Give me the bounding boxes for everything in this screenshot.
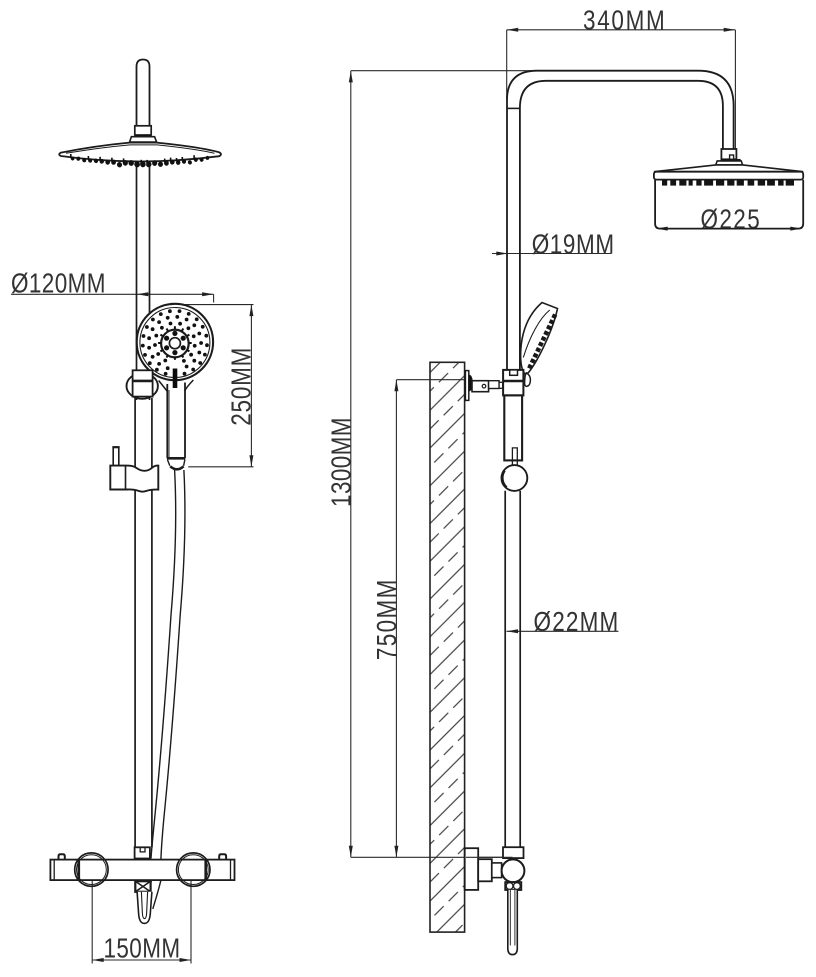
svg-text:340MM: 340MM: [583, 6, 666, 37]
svg-text:Ø225: Ø225: [701, 204, 762, 235]
svg-text:Ø120MM: Ø120MM: [11, 268, 106, 299]
svg-text:Ø19MM: Ø19MM: [532, 229, 615, 260]
svg-text:1300MM: 1300MM: [326, 417, 357, 507]
svg-text:Ø22MM: Ø22MM: [534, 607, 620, 638]
svg-text:750MM: 750MM: [372, 578, 403, 660]
svg-text:150MM: 150MM: [104, 933, 181, 964]
svg-text:250MM: 250MM: [227, 347, 258, 426]
